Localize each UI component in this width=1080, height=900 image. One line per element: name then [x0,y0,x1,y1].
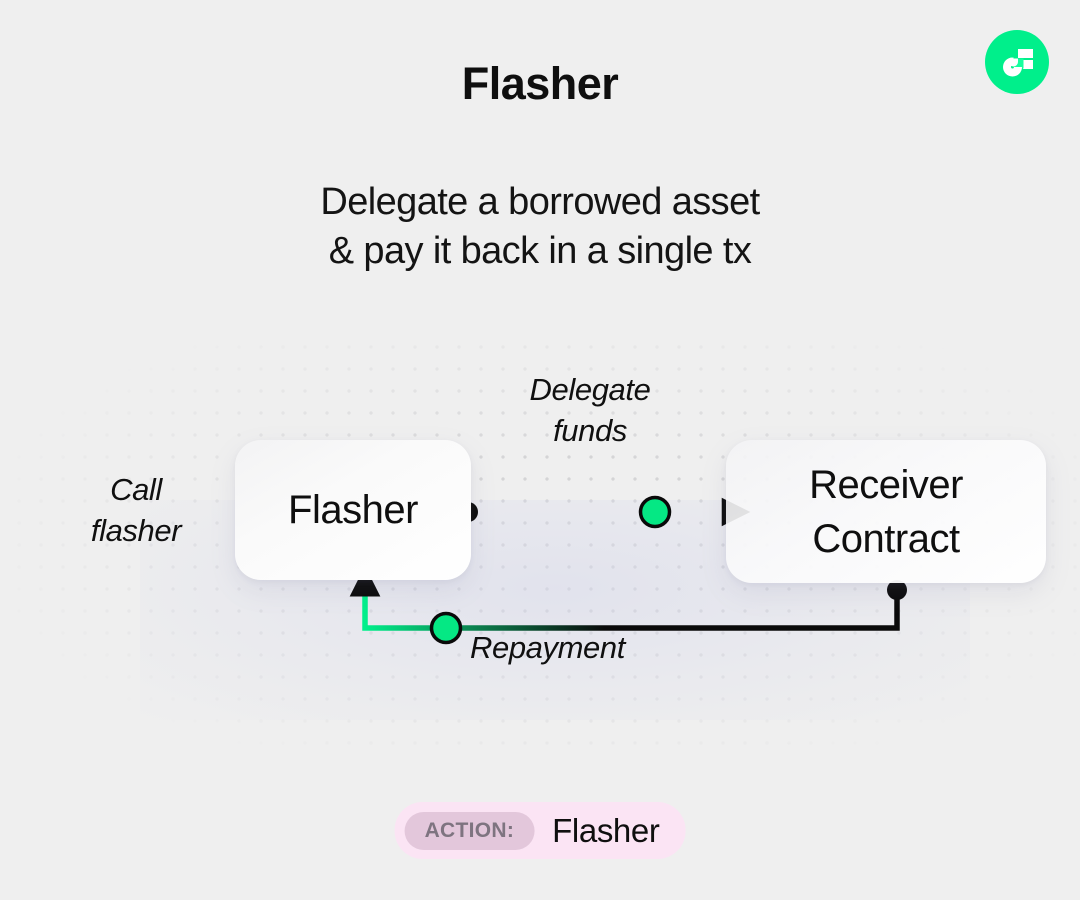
subtitle-line-1: Delegate a borrowed asset [320,181,760,223]
edge-label-call-flasher: Call flasher [90,472,182,548]
page-title: Flasher [461,58,619,109]
edge-token-node [429,611,463,645]
node-receiver-label: Receiver Contract [809,462,963,561]
node-receiver-contract[interactable]: Receiver Contract [726,440,1046,583]
edge-label-repayment: Repayment [470,630,625,665]
edge-token-node [638,495,672,529]
page-subtitle: Delegate a borrowed asset & pay it back … [0,178,1080,275]
edge-delegate-funds [458,495,751,529]
action-key-pill: ACTION: [404,811,535,850]
edge-source-dot [887,580,907,600]
subtitle-line-2: & pay it back in a single tx [328,229,752,272]
flow-logo-icon [985,30,1049,94]
flow-diagram: Flasher Receiver Contract Call flasher D… [0,330,1080,760]
action-value: Flasher [552,811,660,849]
node-flasher-label: Flasher [288,487,418,532]
edge-label-delegate-funds: Delegate funds [529,372,651,448]
edge-repayment [349,565,907,645]
action-badge: ACTION: Flasher [394,802,686,859]
node-flasher[interactable]: Flasher [235,440,471,580]
